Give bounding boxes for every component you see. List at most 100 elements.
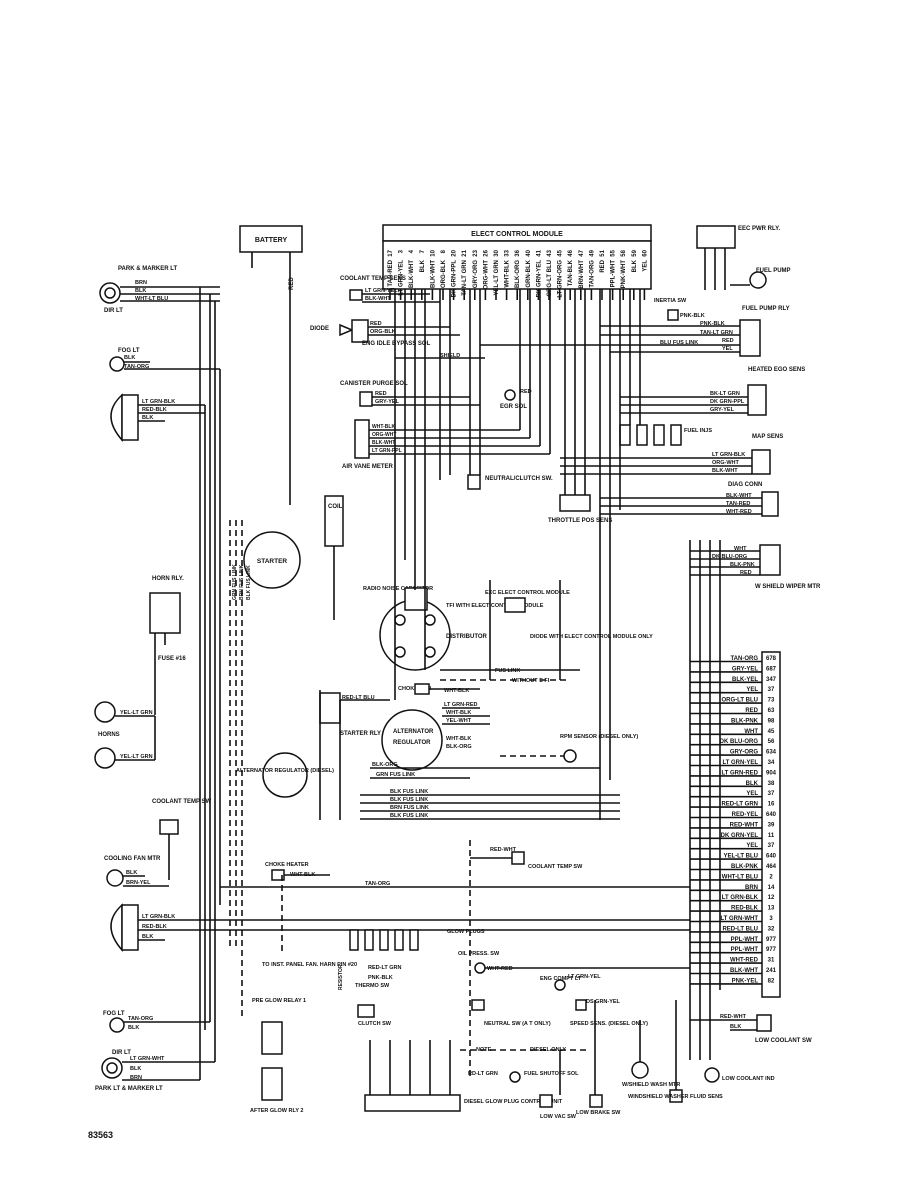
connector-pin-number: 241 xyxy=(766,968,777,974)
avm-org-wht-label: ORG-WHT xyxy=(372,432,396,438)
connector-wire-label: RED-LT GRN xyxy=(721,802,758,808)
ecm-pin-wire-label: ORG-WHT xyxy=(483,260,489,290)
wire-wht-lt-blu-label: WHT-LT BLU xyxy=(135,296,168,302)
connector-pin-number: 347 xyxy=(766,677,777,683)
connector-wire-label: PPL-WHT xyxy=(731,937,759,943)
starter: STARTER GRN FUS LINK BRN FUS LINK BLK FU… xyxy=(232,531,301,600)
connector-wire-label: PPL-WHT xyxy=(731,947,759,953)
ego-dk-grn-ppl-label: DK GRN-PPL xyxy=(710,399,745,405)
ecm-pin-wire-label: BLK-ORG xyxy=(515,260,521,288)
connector-wire-label: DK GRN-YEL xyxy=(721,833,759,839)
connector-pin-number: 56 xyxy=(768,739,775,745)
ecm-pin-number: 59 xyxy=(632,249,638,256)
headlamp2-lt-grn-blk-label: LT GRN-BLK xyxy=(142,914,175,920)
tfi-distributor: TFI WITH ELECT CONTROL MODULE DISTRIBUTO… xyxy=(379,587,544,671)
diode-idle-bypass: DIODE RED ORG-BLK ENG IDLE BYPASS SOL SH… xyxy=(310,319,485,359)
fl2-label: BLK FUS LINK xyxy=(390,797,428,803)
horn-rly-label: HORN RLY. xyxy=(152,576,184,582)
ego-bk-lt-grn-label: BK-LT GRN xyxy=(710,391,740,397)
connector-pin-number: 63 xyxy=(768,708,775,714)
avm-lt-grn-ppl-label: LT GRN-PPL xyxy=(372,448,402,454)
after-glow-label: AFTER GLOW RLY 2 xyxy=(250,1108,303,1114)
wiper-mtr: W SHIELD WIPER MTR WHT DK BLU-ORG BLK-PN… xyxy=(690,544,821,590)
clutch-sw-label: CLUTCH SW xyxy=(358,1021,392,1027)
connector-pin-number: 37 xyxy=(768,687,775,693)
diode-ecm-label: DIODE WITH ELECT CONTROL MODULE ONLY xyxy=(530,634,653,640)
idle-org-blk-label: ORG-BLK xyxy=(370,329,396,335)
wiper-red-label: RED xyxy=(740,570,752,576)
map-lt-grn-blk-label: LT GRN-BLK xyxy=(712,452,745,458)
connector-pin-number: 31 xyxy=(768,958,775,964)
fuel-pump-rly-label: FUEL PUMP RLY xyxy=(742,306,790,312)
connector-wire-label: LT GRN-RED xyxy=(721,770,758,776)
horn1-wire-label: YEL-LT GRN xyxy=(120,710,153,716)
oil-press-label: OIL PRESS. SW xyxy=(458,951,500,957)
connector-pin-number: 38 xyxy=(768,781,775,787)
rpm-sensor: RPM SENSOR (DIESEL ONLY) xyxy=(500,734,638,763)
fpr-pnk-blk-label: PNK-BLK xyxy=(700,321,725,327)
alt-blk-org-label: BLK-ORG xyxy=(446,744,472,750)
fan-blk-label: BLK xyxy=(126,870,137,876)
cooling-fan-mtr-label: COOLING FAN MTR xyxy=(104,856,161,862)
alt-reg-diesel-label: ALTERNATOR REGULATOR (DIESEL) xyxy=(236,768,334,774)
connector-wire-label: RED xyxy=(745,708,758,714)
connector-pin-number: 640 xyxy=(766,854,777,860)
connector-wire-label: YEL xyxy=(746,791,758,797)
egr-sol-label: EGR SOL xyxy=(500,404,527,410)
eng-compt-label: ENG COMPT LT xyxy=(540,976,582,982)
ecm-pin-number: 26 xyxy=(483,249,489,256)
ecm-pin-number: 21 xyxy=(462,249,468,256)
alt-blk-org2-label: BLK-ORG xyxy=(372,762,398,768)
coil-label: COIL xyxy=(328,504,343,510)
regulator-label: REGULATOR xyxy=(393,740,431,746)
diesel-glow-label: DIESEL GLOW PLUG CONTROL UNIT xyxy=(464,1099,563,1105)
ecm-pin-number: 45 xyxy=(558,249,564,256)
headlamp-top: LT GRN-BLK RED-BLK BLK xyxy=(110,393,205,442)
eec-pwr-relay: EEC PWR RLY. xyxy=(696,225,780,290)
ecm-pin-number: 46 xyxy=(568,249,574,256)
low-brake-sw: LOW BRAKE SW xyxy=(576,1094,621,1116)
alt-lt-grn-red-label: LT GRN-RED xyxy=(444,702,478,708)
egr-red-label: RED xyxy=(520,389,532,395)
fpr-yel-label: YEL xyxy=(722,346,733,352)
connector-wire-label: BLK xyxy=(746,781,759,787)
ecm-pin-wire-label: BLK xyxy=(632,259,638,272)
ecm-pin-number: 51 xyxy=(600,249,606,256)
connector-pin-number: 98 xyxy=(768,718,775,724)
connector-wire-label: TAN-ORG xyxy=(730,656,758,662)
lcs-blk-label: BLK xyxy=(730,1024,741,1030)
thermo-clutch: THERMO SW CLUTCH SW RESISTOR RED-LT GRN … xyxy=(338,964,402,1027)
diode-label: DIODE xyxy=(310,326,329,332)
wire-blk-label: BLK xyxy=(135,288,146,294)
pre-glow-label: PRE GLOW RELAY 1 xyxy=(252,998,306,1004)
alt-wht-blk2-label: WHT-BLK xyxy=(446,736,471,742)
connector-wire-label: YEL xyxy=(746,687,758,693)
ecm-pin-number: 43 xyxy=(547,249,553,256)
left-harness xyxy=(199,287,243,1080)
connector-wire-label: GRY-ORG xyxy=(730,750,758,756)
map-org-wht-label: ORG-WHT xyxy=(712,460,740,466)
ecm-pin-number: 55 xyxy=(611,249,617,256)
ecm-pin-wire-label: RED xyxy=(600,259,606,272)
ecm-pin-wire-label: TAN-BLK xyxy=(568,259,574,286)
choke-heater-label: CHOKE HEATER xyxy=(265,862,309,868)
inertia-pnk-blk-label: PNK-BLK xyxy=(680,313,705,319)
resistor-label: RESISTOR xyxy=(338,964,344,990)
ecm-pin-number: 3 xyxy=(399,249,405,253)
wash-mtr-label: W/SHIELD WASH MTR xyxy=(622,1082,680,1088)
neutral-sw-label: NEUTRAL SW (A T ONLY) xyxy=(484,1021,551,1027)
wshield-wash: W/SHIELD WASH MTR WINDSHIELD WASHER FLUI… xyxy=(622,1061,723,1103)
connector-wire-label: RED-LT BLU xyxy=(722,926,758,932)
cts-wire1-label: LT GRN-YEL xyxy=(365,288,398,294)
ecm-pin-wire-label: TAN-ORG xyxy=(589,260,595,288)
park-marker-bottom-label: PARK LT & MARKER LT xyxy=(95,1086,163,1092)
headlamp-blk-label: BLK xyxy=(142,415,153,421)
connector-pin-number: 45 xyxy=(768,729,775,735)
connector-wire-label: BLK-PNK xyxy=(731,718,759,724)
ecm-pin-wire-label: ORG-BLK xyxy=(441,259,447,288)
fpr-tan-lt-grn-label: TAN-LT GRN xyxy=(700,330,733,336)
starter-label: STARTER xyxy=(257,558,288,565)
fuel-pump-label: FUEL PUMP xyxy=(756,268,791,274)
